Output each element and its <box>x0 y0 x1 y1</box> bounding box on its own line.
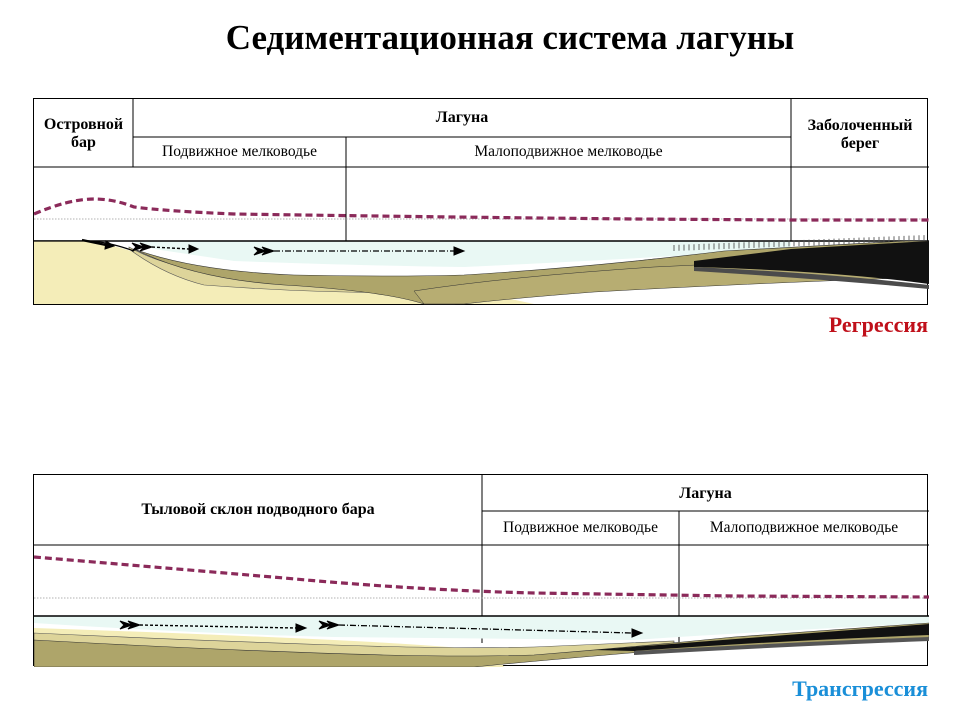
transgression-diagram: Тыловой склон подводного бара Лагуна Под… <box>33 474 929 667</box>
swamp-hatch <box>673 235 925 251</box>
lagoon-water <box>34 616 929 640</box>
column-back-slope: Тыловой склон подводного бара <box>141 501 375 519</box>
regression-diagram: Островной бар Лагуна Подвижное мелководь… <box>33 98 929 305</box>
peat-wedge <box>694 241 929 284</box>
transport-arrow <box>253 246 466 256</box>
regression-profile <box>34 99 929 305</box>
transport-arrow <box>81 238 116 250</box>
transport-arrow <box>131 242 200 254</box>
column-lagoon: Лагуна <box>435 109 489 127</box>
regression-caption: Регрессия <box>828 312 928 337</box>
column-island-bar: Островной бар <box>43 116 124 151</box>
column-mobile-shallow: Подвижное мелководье <box>503 519 658 537</box>
lagoon-water <box>130 241 791 267</box>
peat-base <box>634 637 929 655</box>
peat-wedge <box>594 624 929 651</box>
transgression-profile <box>34 475 929 667</box>
peat-base <box>694 267 929 289</box>
page-title: Седиментационная система лагуны <box>225 18 795 57</box>
transport-arrow <box>318 620 644 638</box>
column-mobile-shallow: Подвижное мелководье <box>162 143 317 161</box>
transgression-caption: Трансгрессия <box>792 676 928 701</box>
column-low-mobility-shallow: Малоподвижное мелководье <box>474 143 663 161</box>
mud-wedge <box>34 622 929 667</box>
column-lagoon: Лагуна <box>679 485 732 503</box>
column-swampy-shore: Заболоченный берег <box>807 117 913 152</box>
column-low-mobility-shallow: Малоподвижное мелководье <box>709 519 899 537</box>
sea-level-line <box>34 197 929 222</box>
sea-level-line <box>34 555 929 599</box>
transport-arrow <box>119 620 308 633</box>
